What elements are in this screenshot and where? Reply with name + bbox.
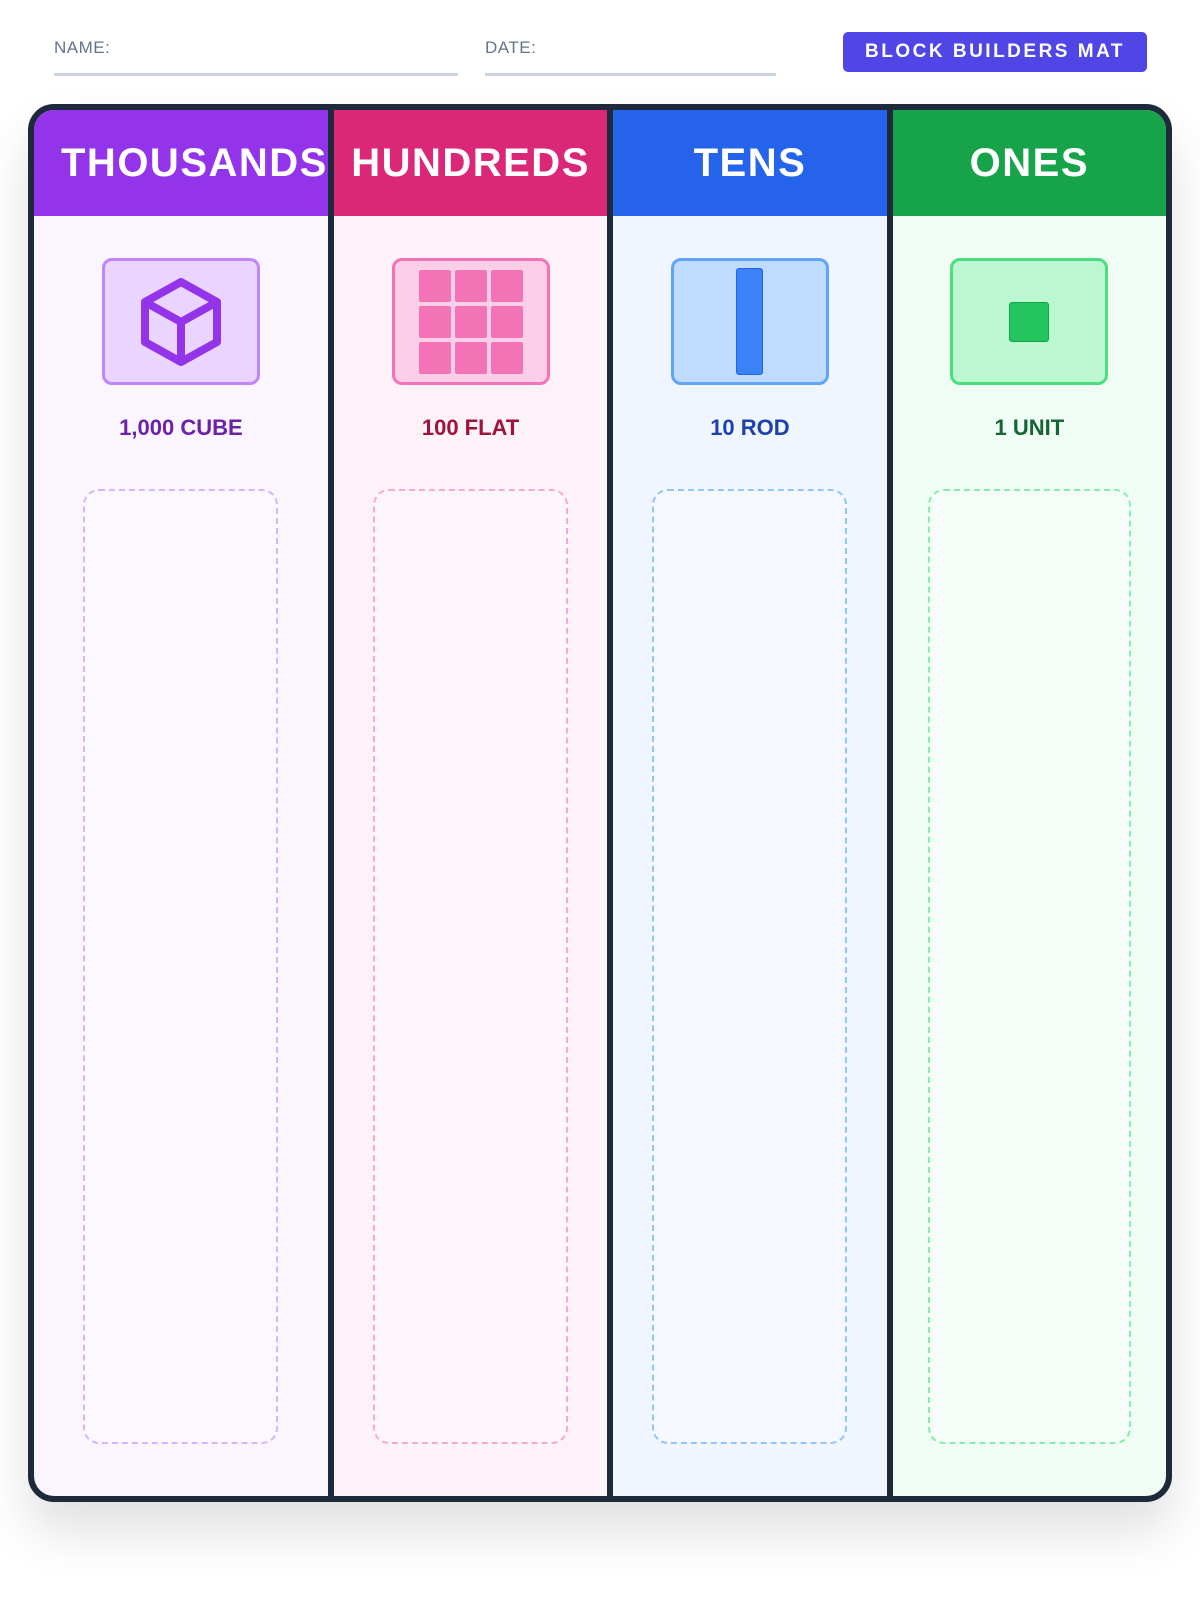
unit-icon bbox=[950, 258, 1109, 385]
rod-icon bbox=[670, 258, 829, 385]
block-label: 1 UNIT bbox=[994, 415, 1065, 440]
title-badge: BLOCK BUILDERS MAT bbox=[843, 32, 1147, 72]
name-field[interactable]: NAME: bbox=[54, 38, 458, 76]
column-tens: TENS 10 ROD bbox=[613, 110, 887, 1496]
column-hundreds: HUNDREDS 100 FLAT bbox=[333, 110, 608, 1496]
name-label: NAME: bbox=[54, 38, 111, 57]
column-header: HUNDREDS bbox=[333, 110, 608, 216]
block-label: 100 FLAT bbox=[421, 415, 520, 440]
column-ones: ONES 1 UNIT bbox=[892, 110, 1166, 1496]
drop-zone-tens[interactable] bbox=[652, 489, 848, 1444]
block-label: 10 ROD bbox=[710, 415, 790, 440]
date-field[interactable]: DATE: bbox=[485, 38, 776, 76]
drop-zone-hundreds[interactable] bbox=[373, 489, 569, 1444]
flat-grid-icon bbox=[391, 258, 550, 385]
block-label: 1,000 CUBE bbox=[119, 415, 243, 440]
column-header: THOUSANDS bbox=[34, 110, 328, 216]
column-header: ONES bbox=[892, 110, 1166, 216]
drop-zone-thousands[interactable] bbox=[83, 489, 279, 1444]
drop-zone-ones[interactable] bbox=[927, 489, 1131, 1444]
column-header: TENS bbox=[613, 110, 887, 216]
place-value-board: THOUSANDS 1,000 CUBE HUNDREDS 100 FLAT T… bbox=[28, 104, 1172, 1502]
date-label: DATE: bbox=[485, 38, 537, 57]
cube-icon bbox=[101, 258, 260, 385]
column-thousands: THOUSANDS 1,000 CUBE bbox=[34, 110, 328, 1496]
